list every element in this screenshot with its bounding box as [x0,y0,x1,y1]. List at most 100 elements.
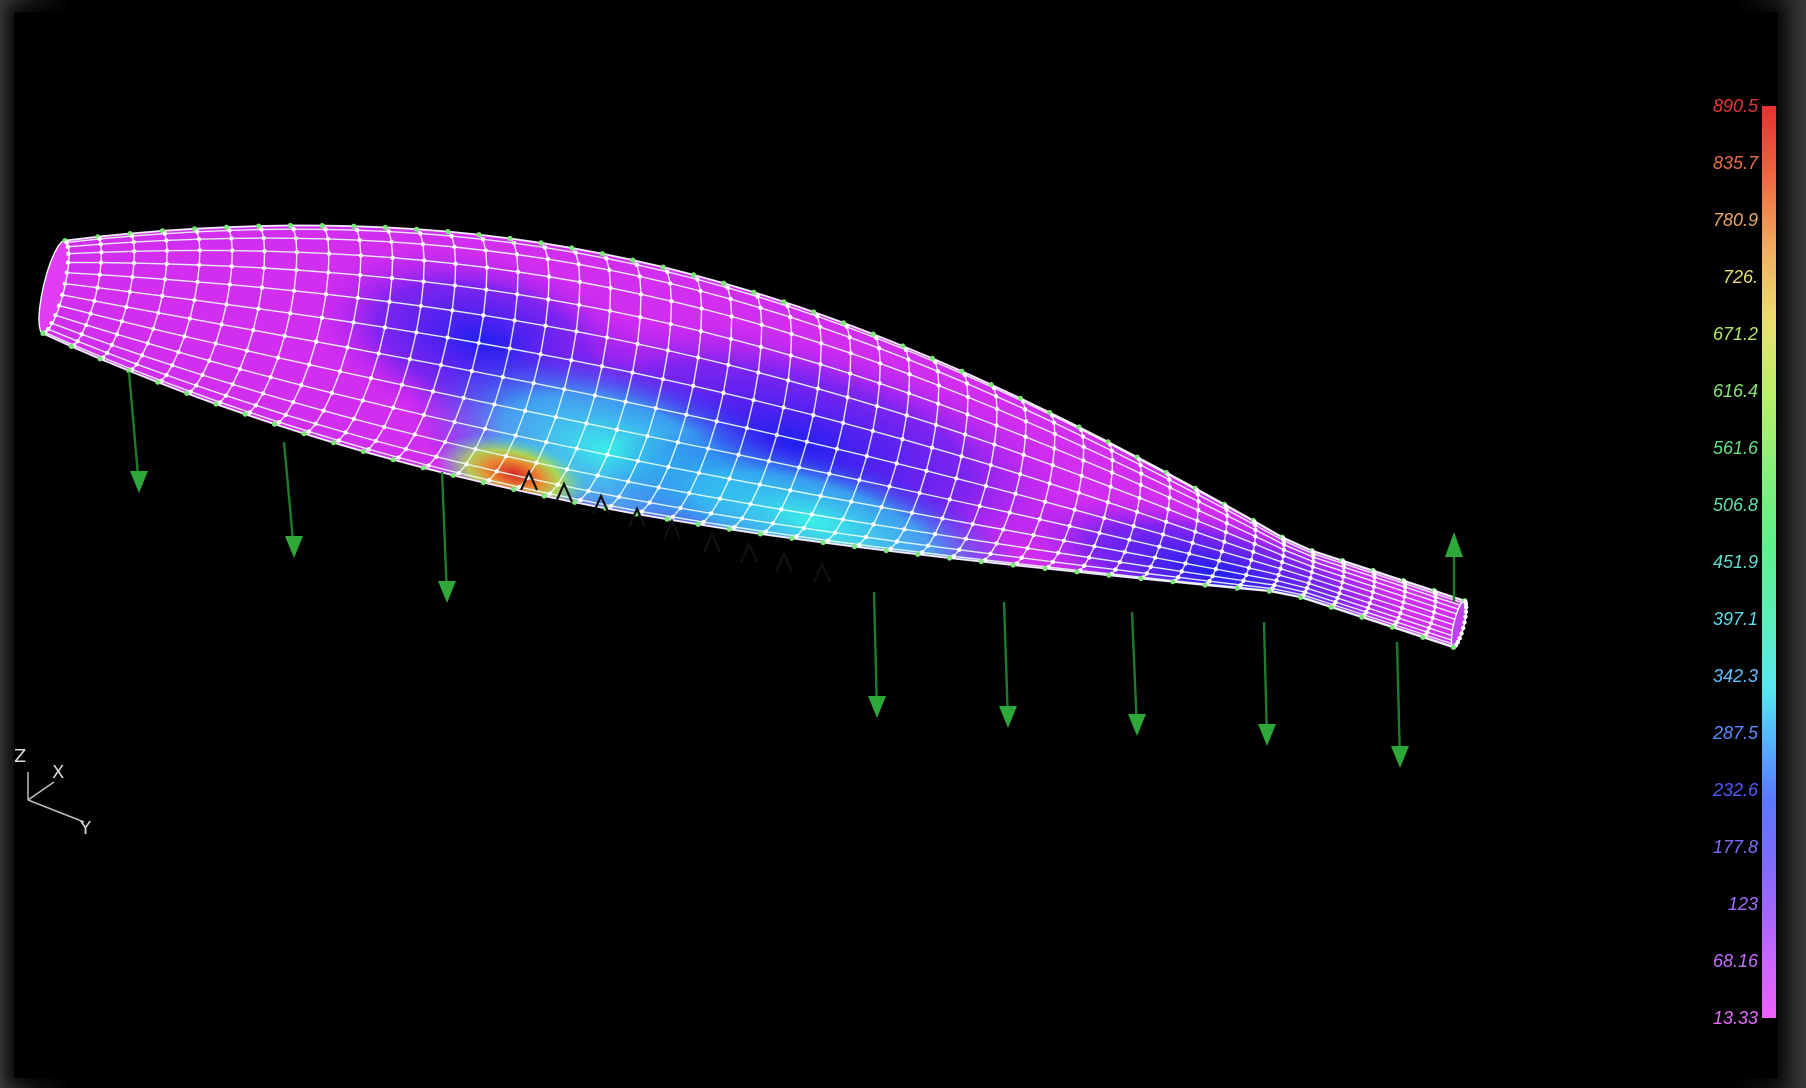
mesh-node [574,329,579,334]
mesh-node [326,251,332,256]
mesh-node [1341,569,1347,574]
mesh-node [929,445,935,450]
mesh-node [925,543,931,548]
mesh-node [391,405,396,410]
mesh-node [461,395,466,401]
mesh-node [511,240,517,246]
mesh-node [887,484,892,489]
mesh-node [954,476,959,481]
mesh-node [99,250,104,255]
mesh-node [355,295,360,301]
mesh-node [164,248,170,253]
legend-value-16: 13.33 [1712,1008,1758,1028]
mesh-node [242,411,248,417]
load-arrow-down-icon [438,581,456,603]
mesh-node [1050,413,1055,418]
mesh-node [785,304,790,309]
support-triangle-icon [774,551,794,573]
mesh-node [757,531,764,537]
mesh-node [1402,594,1407,599]
mesh-node [695,521,701,527]
mesh-node [473,447,478,452]
mesh-node [818,362,823,367]
mesh-node [224,302,229,307]
mesh-node [358,272,363,278]
mesh-node [599,364,605,369]
mesh-node [871,522,876,527]
mesh-node [1433,595,1438,600]
mesh-node [64,240,69,245]
mesh-node [321,408,326,413]
mesh-node [187,316,193,321]
mesh-node [706,446,711,451]
mesh-node [796,465,802,470]
mesh-node [604,335,610,340]
mesh-node [1210,573,1215,579]
mesh-node [1398,611,1403,616]
load-arrow-shaft [440,471,449,598]
mesh-node [1052,446,1057,451]
mesh-node [564,467,570,472]
mesh-node [546,274,552,279]
mesh-node [748,501,753,507]
mesh-node [456,470,462,476]
legend-value-10: 342.3 [1712,666,1758,686]
mesh-node [728,336,734,342]
load-arrow-shaft [1002,601,1010,723]
fea-model-scene[interactable] [14,12,1778,1078]
mesh-node [1139,471,1144,476]
mesh-node [574,446,579,451]
mesh-node [1183,561,1188,566]
mesh-node [1042,499,1048,504]
mesh-node [988,382,994,388]
mesh-node [389,275,395,281]
mesh-node [396,455,401,460]
mesh-node [845,395,850,400]
mesh-node [770,521,776,526]
mesh-node [623,399,628,404]
mesh-node [218,400,223,405]
mesh-node [390,457,396,463]
mesh-node [991,385,997,391]
legend-value-2: 780.9 [1712,210,1758,230]
legend-value-6: 561.6 [1712,438,1758,458]
mesh-node [1372,574,1377,580]
mesh-node [1310,564,1316,569]
mesh-node [1080,434,1086,439]
mesh-node [229,264,234,269]
mesh-node [832,530,838,535]
mesh-node [227,228,232,233]
mesh-node [1160,532,1166,537]
mesh-node [420,465,426,471]
legend-value-3: 726. [1722,267,1758,287]
mesh-node [1195,492,1201,497]
mesh-node [874,336,879,341]
mesh-node [732,524,737,530]
load-arrow-shaft [1395,641,1402,763]
mesh-node [947,497,952,502]
mesh-node [1013,491,1018,496]
mesh-node [763,529,768,534]
mesh-node [1025,546,1030,551]
mesh-node [256,223,262,229]
mesh-node [132,249,137,254]
mesh-node [1074,569,1080,575]
mesh-node [65,244,70,249]
legend-value-7: 506.8 [1712,495,1758,515]
mesh-node [1051,420,1057,425]
mesh-node [1194,518,1200,523]
mesh-node [293,236,299,241]
support-triangle-icon [812,561,832,583]
mesh-node [1266,588,1272,594]
mesh-node [994,423,999,428]
mesh-node [1433,599,1438,604]
mesh-node [1251,549,1256,555]
legend-value-11: 287.5 [1712,723,1758,743]
mesh-node [492,402,497,407]
mesh-node [1389,624,1395,630]
mesh-node [1207,579,1212,584]
mesh-node [1165,472,1171,477]
mesh-node [1101,515,1107,521]
